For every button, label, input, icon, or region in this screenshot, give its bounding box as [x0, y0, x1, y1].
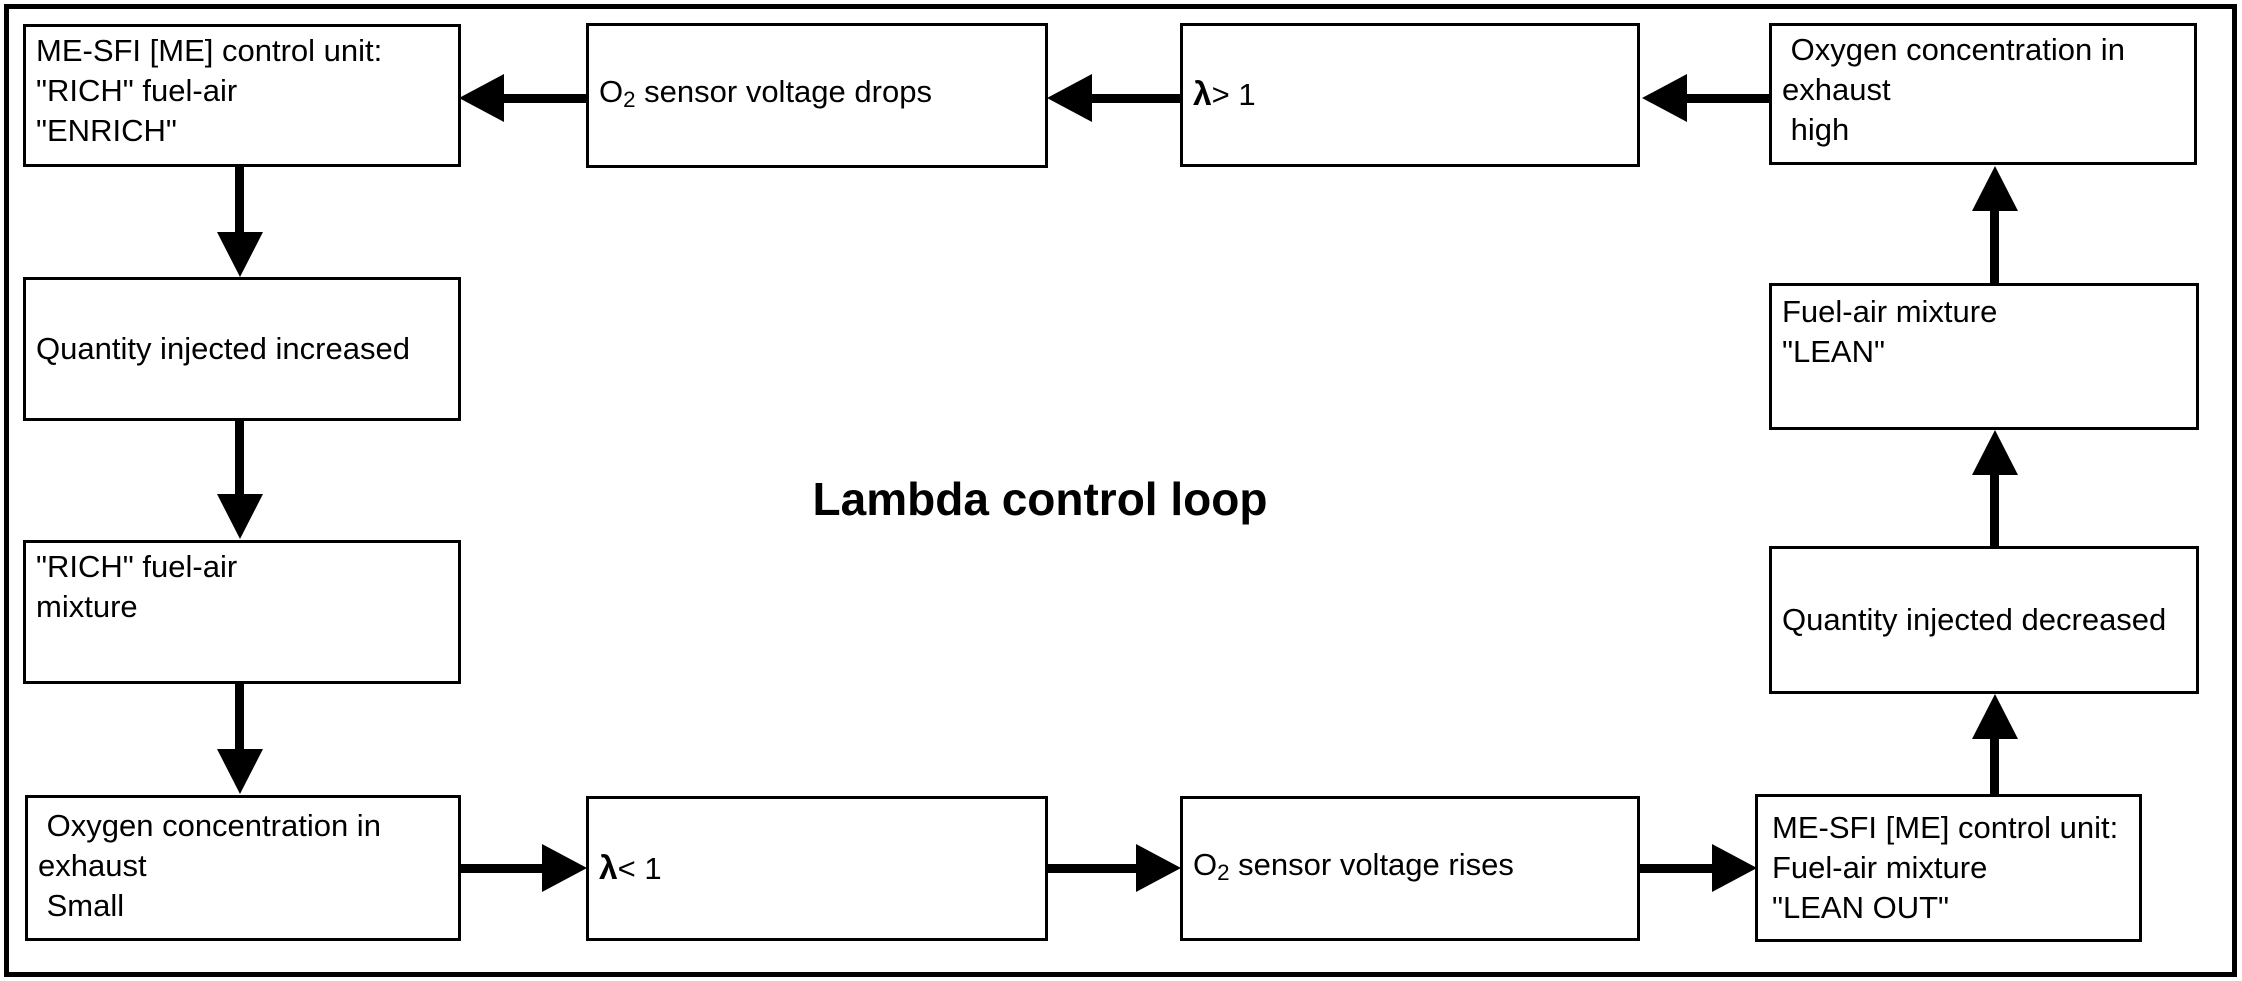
- box-text-line: ME-SFI [ME] control unit:: [1772, 810, 2119, 845]
- box-text-line: Fuel-air mixture: [1772, 850, 1988, 885]
- arrow-shaft: [499, 94, 587, 103]
- box-oxygen-concentration-high: Oxygen concentration in exhaust high: [1769, 23, 2197, 165]
- arrow-shaft: [1990, 734, 1999, 795]
- box-text-line: "RICH" fuel-air: [36, 73, 238, 108]
- box-text-line: O2 sensor voltage drops: [599, 72, 1035, 120]
- arrow-head: [459, 74, 504, 122]
- box-text-line: ME-SFI [ME] control unit:: [36, 33, 383, 68]
- diagram-border: [4, 4, 2237, 977]
- arrow-lean-mixture-to-oxygen-high: [1972, 166, 2018, 284]
- arrow-shaft: [459, 864, 547, 873]
- arrow-shaft: [1047, 864, 1141, 873]
- arrow-rich-mixture-to-oxygen-small: [217, 684, 263, 794]
- box-lambda-less-1: λ< 1: [586, 796, 1048, 941]
- box-text-line: "LEAN": [1782, 334, 1885, 369]
- box-text-line: Quantity injected decreased: [1782, 602, 2167, 637]
- arrow-quantity-decreased-to-lean-mixture: [1972, 430, 2018, 547]
- box-quantity-injected-increased: Quantity injected increased: [23, 277, 461, 421]
- arrow-shaft: [1990, 206, 1999, 284]
- box-text-line: "LEAN OUT": [1772, 890, 1950, 925]
- arrow-head: [1972, 430, 2018, 475]
- arrow-shaft: [1087, 94, 1181, 103]
- box-text-line: exhaust: [38, 848, 147, 883]
- arrow-head: [1136, 844, 1181, 892]
- box-text: < 1: [617, 850, 662, 886]
- box-text-line: exhaust: [1782, 72, 1891, 107]
- arrow-oxygen-high-to-lambda-gt1: [1642, 74, 1770, 122]
- box-lambda-greater-1: λ> 1: [1180, 23, 1640, 167]
- box-me-sfi-enrich: ME-SFI [ME] control unit: "RICH" fuel-ai…: [23, 24, 461, 167]
- box-rich-fuel-air-mixture: "RICH" fuel-air mixture: [23, 540, 461, 684]
- arrow-head: [1047, 74, 1092, 122]
- arrow-shaft: [1682, 94, 1770, 103]
- o2-symbol: O: [599, 73, 624, 109]
- box-me-sfi-lean-out: ME-SFI [ME] control unit: Fuel-air mixtu…: [1755, 794, 2142, 942]
- box-text: > 1: [1211, 77, 1256, 112]
- arrow-head: [1712, 844, 1757, 892]
- box-text-line: Small: [38, 888, 125, 923]
- arrow-head: [217, 749, 263, 794]
- arrow-shaft: [1990, 470, 1999, 547]
- box-text-line: λ< 1: [599, 849, 1035, 889]
- box-text-line: λ> 1: [1193, 75, 1627, 115]
- box-text-line: mixture: [36, 589, 138, 624]
- arrow-head: [542, 844, 587, 892]
- o2-symbol: O: [1193, 846, 1218, 882]
- box-o2-sensor-voltage-rises: O2 sensor voltage rises: [1180, 796, 1640, 941]
- box-text-line: high: [1782, 112, 1850, 147]
- box-text-line: Oxygen concentration in: [1782, 32, 2125, 67]
- box-text-line: "RICH" fuel-air: [36, 549, 238, 584]
- box-quantity-injected-decreased: Quantity injected decreased: [1769, 546, 2199, 694]
- arrow-shaft: [235, 421, 244, 499]
- box-lean-fuel-air-mixture: Fuel-air mixture "LEAN": [1769, 283, 2199, 430]
- arrow-head: [217, 232, 263, 277]
- arrow-head: [1972, 166, 2018, 211]
- box-text: sensor voltage rises: [1229, 846, 1514, 882]
- arrow-oxygen-small-to-lambda-lt1: [459, 844, 587, 892]
- box-text: sensor voltage drops: [635, 73, 932, 109]
- lambda-symbol: λ: [1193, 76, 1212, 113]
- arrow-shaft: [235, 167, 244, 237]
- box-text-line: O2 sensor voltage rises: [1193, 845, 1627, 893]
- arrow-head: [1972, 694, 2018, 739]
- arrow-shaft: [1638, 864, 1717, 873]
- o2-subscript: 2: [1217, 859, 1230, 885]
- arrow-o2rises-to-mesfi-lean-out: [1638, 844, 1757, 892]
- box-o2-sensor-voltage-drops: O2 sensor voltage drops: [586, 23, 1048, 168]
- box-oxygen-concentration-small: Oxygen concentration in exhaust Small: [25, 795, 461, 941]
- arrow-lambda-gt1-to-o2drops: [1047, 74, 1181, 122]
- arrow-mesfi-lean-out-to-quantity-decreased: [1972, 694, 2018, 795]
- diagram-title: Lambda control loop: [812, 473, 1268, 525]
- arrow-o2drops-to-mesfi-enrich: [459, 74, 587, 122]
- lambda-symbol: λ: [599, 849, 618, 887]
- arrow-head: [1642, 74, 1687, 122]
- arrow-shaft: [235, 684, 244, 754]
- arrow-mesfi-enrich-to-quantity-increased: [217, 167, 263, 277]
- arrow-lambda-lt1-to-o2rises: [1047, 844, 1181, 892]
- arrow-quantity-increased-to-rich-mixture: [217, 421, 263, 539]
- box-text-line: "ENRICH": [36, 113, 177, 148]
- box-text-line: Oxygen concentration in: [38, 808, 381, 843]
- box-text-line: Fuel-air mixture: [1782, 294, 1998, 329]
- box-text-line: Quantity injected increased: [36, 331, 410, 366]
- arrow-head: [217, 494, 263, 539]
- o2-subscript: 2: [623, 86, 636, 112]
